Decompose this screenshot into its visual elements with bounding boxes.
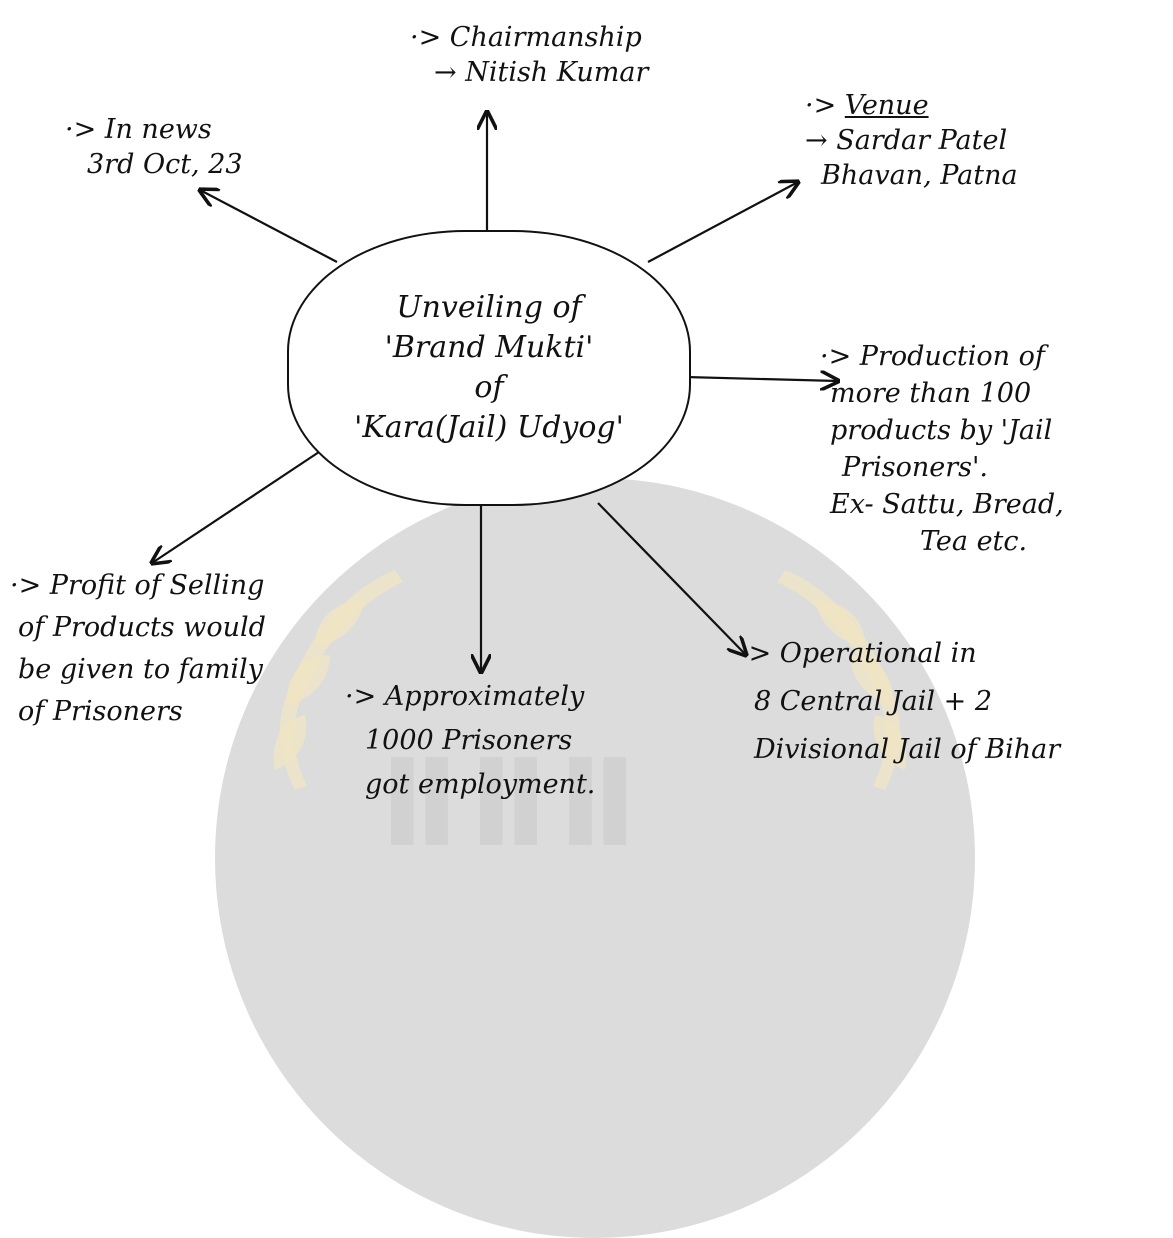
node-production: ·> Production of more than 100 products … [820, 338, 1064, 560]
production-line-6: Tea etc. [920, 526, 1028, 557]
node-venue: ·> Venue → Sardar Patel Bhavan, Patna [805, 88, 1018, 193]
employment-line-1: ·> Approximately [345, 681, 585, 712]
connector-arrows [0, 0, 1173, 829]
central-line-3: of [474, 370, 504, 405]
arrow-operational [597, 502, 746, 655]
node-chairmanship: ·> Chairmanship → Nitish Kumar [410, 20, 648, 90]
node-operational: ·> Operational in 8 Central Jail + 2 Div… [740, 630, 1060, 774]
node-in-news: ·> In news 3rd Oct, 23 [65, 112, 243, 182]
arrow-profit [152, 449, 323, 563]
central-node: Unveiling of 'Brand Mukti' of 'Kara(Jail… [287, 230, 691, 506]
watermark-wreath-right [755, 560, 935, 800]
operational-line-1: ·> Operational in [740, 638, 977, 669]
production-line-2: more than 100 [830, 378, 1032, 409]
chairmanship-line-1: ·> Chairmanship [410, 22, 642, 53]
arrow-production [684, 377, 838, 381]
in-news-line-2: 3rd Oct, 23 [87, 149, 243, 180]
watermark-wreath-left [245, 560, 425, 800]
node-employment: ·> Approximately 1000 Prisoners got empl… [345, 675, 595, 807]
node-profit: ·> Profit of Selling of Products would b… [10, 565, 266, 733]
operational-line-3: Divisional Jail of Bihar [754, 734, 1061, 765]
profit-line-3: be given to family [18, 654, 263, 685]
central-line-1: Unveiling of [396, 290, 582, 325]
profit-line-4: of Prisoners [18, 696, 183, 727]
production-line-4: Prisoners'. [842, 452, 988, 483]
venue-line-3: Bhavan, Patna [821, 160, 1018, 191]
central-line-4: 'Kara(Jail) Udyog' [354, 410, 624, 445]
venue-line-2: → Sardar Patel [805, 125, 1008, 156]
production-line-1: ·> Production of [820, 341, 1045, 372]
central-line-2: 'Brand Mukti' [384, 330, 594, 365]
production-line-3: products by 'Jail [830, 415, 1053, 446]
arrow-in-news [200, 190, 338, 263]
employment-line-3: got employment. [365, 769, 596, 800]
arrow-venue [647, 182, 798, 263]
profit-line-1: ·> Profit of Selling [10, 570, 265, 601]
in-news-line-1: ·> In news [65, 114, 212, 145]
chairmanship-line-2: → Nitish Kumar [434, 57, 649, 88]
venue-prefix: ·> [805, 90, 845, 121]
venue-label: Venue [844, 90, 929, 121]
employment-line-2: 1000 Prisoners [365, 725, 573, 756]
production-line-5: Ex- Sattu, Bread, [830, 489, 1064, 520]
operational-line-2: 8 Central Jail + 2 [754, 686, 993, 717]
profit-line-2: of Products would [18, 612, 266, 643]
venue-line-1: ·> Venue [805, 88, 1018, 123]
